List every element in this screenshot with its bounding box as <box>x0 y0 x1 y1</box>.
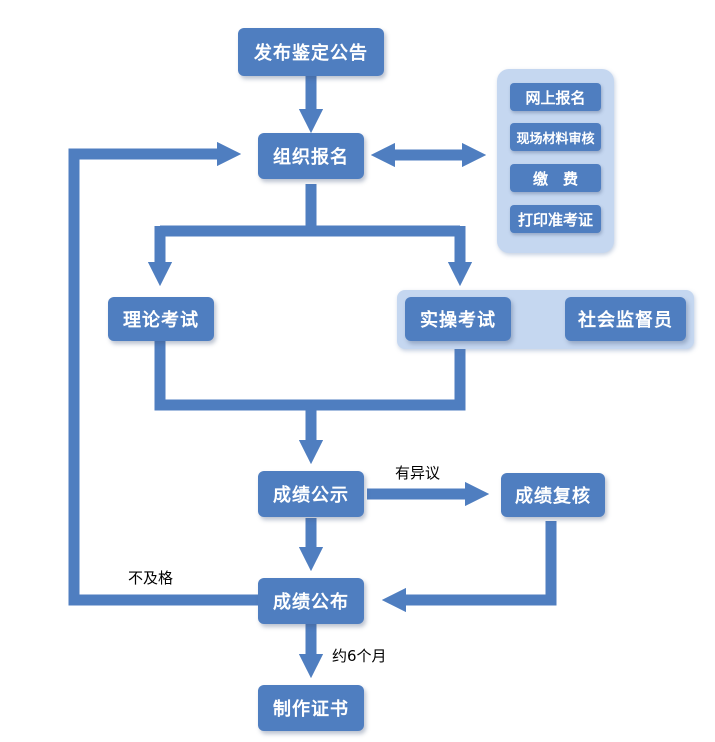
node-register: 组织报名 <box>258 133 364 179</box>
node-announce: 发布鉴定公告 <box>238 28 384 76</box>
node-social-supervisor: 社会监督员 <box>565 297 686 341</box>
node-score-review: 成绩复核 <box>501 473 605 517</box>
step-onsite-material-review: 现场材料审核 <box>510 123 601 151</box>
arrow-review-to-publish <box>381 521 557 613</box>
label-objection: 有异议 <box>395 464 441 482</box>
step-payment: 缴 费 <box>510 164 601 192</box>
step-print-admission-ticket: 打印准考证 <box>510 205 601 233</box>
step-online-registration: 网上报名 <box>510 83 601 111</box>
label-about-6-months: 约6个月 <box>332 647 387 665</box>
node-score-publish: 成绩公布 <box>258 578 364 624</box>
node-make-certificate: 制作证书 <box>258 685 364 731</box>
node-theory-exam: 理论考试 <box>108 297 214 341</box>
node-score-publicize: 成绩公示 <box>258 471 364 517</box>
connector-practical-down <box>311 345 466 411</box>
arrow-failed-to-register <box>68 141 258 606</box>
node-practical-exam: 实操考试 <box>405 297 511 341</box>
connector-theory-down <box>154 340 311 411</box>
label-failed: 不及格 <box>128 569 174 587</box>
